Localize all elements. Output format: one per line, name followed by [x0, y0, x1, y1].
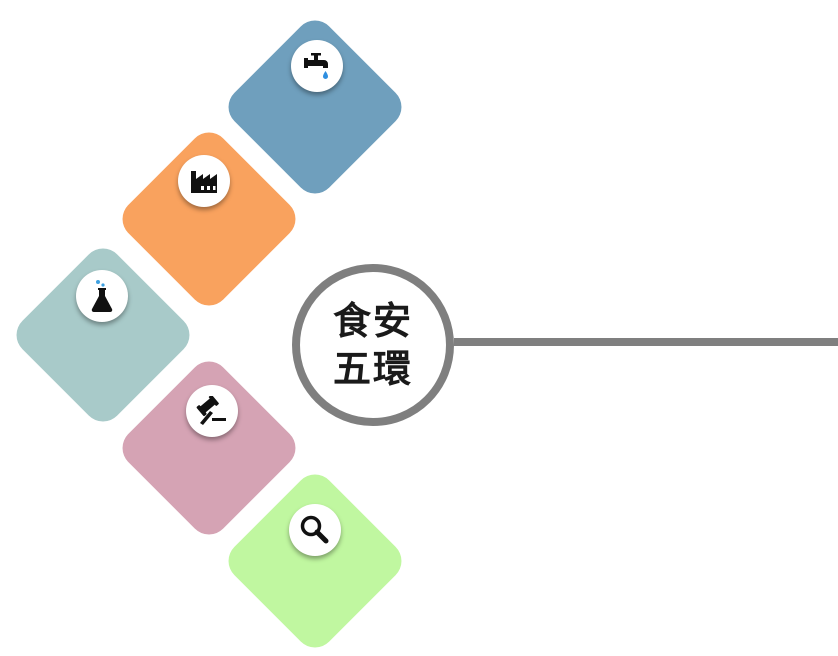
faucet-icon: [304, 53, 328, 79]
flask-icon: [91, 280, 113, 313]
factory-icon: [191, 171, 217, 193]
lab-icon-circle: [76, 270, 128, 322]
center-title-ring: 食安 五環: [292, 264, 454, 426]
center-title-line-1: 食安: [332, 299, 413, 343]
search-icon-circle: [289, 504, 341, 556]
gavel-icon: [196, 396, 226, 425]
connector-line: [454, 338, 838, 346]
water-icon-circle: [291, 40, 343, 92]
center-title-line-2: 五環: [332, 347, 413, 391]
law-icon-circle: [186, 385, 238, 437]
factory-icon-circle: [178, 155, 230, 207]
magnifier-icon: [300, 515, 329, 544]
